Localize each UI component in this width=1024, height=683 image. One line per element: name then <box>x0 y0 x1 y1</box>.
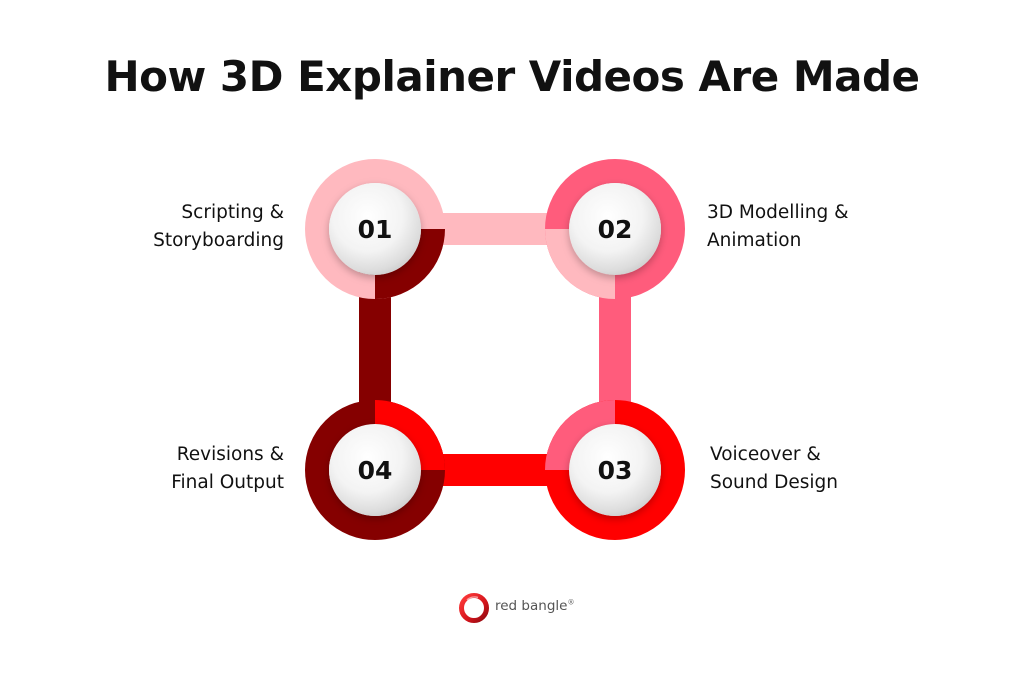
step-4-label: Revisions & Final Output <box>120 441 284 497</box>
step-3-label-line1: Voiceover & <box>710 444 821 465</box>
step-1-number: 01 <box>358 215 393 244</box>
step-2-label: 3D Modelling & Animation <box>707 199 907 255</box>
page-title: How 3D Explainer Videos Are Made <box>104 52 920 101</box>
step-4-ring <box>305 400 445 540</box>
step-3-number: 03 <box>598 456 633 485</box>
step-2-label-line1: 3D Modelling & <box>707 202 849 223</box>
step-1-label-line2: Storyboarding <box>153 230 284 251</box>
step-1-label: Scripting & Storyboarding <box>120 199 284 255</box>
step-3-ring <box>545 400 685 540</box>
step-2-label-line2: Animation <box>707 230 802 251</box>
step-2-number: 02 <box>598 215 633 244</box>
brand-logo: red bangle® <box>458 592 574 624</box>
red-bangle-ring-icon <box>459 593 489 623</box>
step-1-node: 01 <box>329 183 421 275</box>
step-4-node: 04 <box>329 424 421 516</box>
step-2-node: 02 <box>569 183 661 275</box>
step-3-label: Voiceover & Sound Design <box>710 441 910 497</box>
step-4-label-line1: Revisions & <box>176 444 284 465</box>
step-1-ring <box>305 159 445 299</box>
step-4-number: 04 <box>358 456 393 485</box>
step-3-node: 03 <box>569 424 661 516</box>
step-1-label-line1: Scripting & <box>181 202 284 223</box>
brand-name: red bangle® <box>495 598 575 614</box>
step-2-ring <box>545 159 685 299</box>
step-3-label-line2: Sound Design <box>710 472 839 493</box>
step-4-label-line2: Final Output <box>171 472 284 493</box>
